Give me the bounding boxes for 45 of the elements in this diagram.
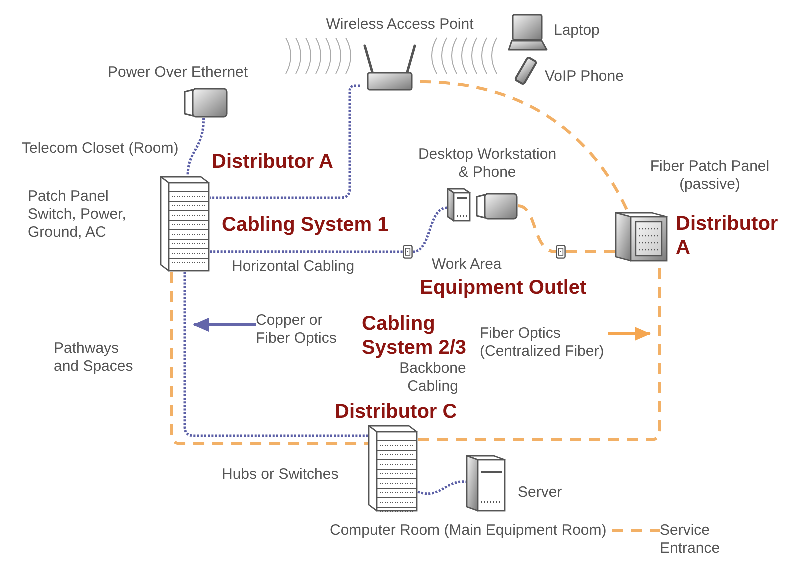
cable-line xyxy=(420,80,630,213)
cable-type-label: Copper or Fiber Optics xyxy=(256,312,340,348)
cabling-label: Backbone Cabling xyxy=(398,360,468,396)
cable-line xyxy=(210,250,403,254)
cable-line xyxy=(186,118,206,176)
pointer-arrow xyxy=(193,318,256,332)
outlet-label: Equipment Outlet xyxy=(420,276,588,300)
cabinet-icon xyxy=(615,212,668,262)
distributor-label: Distributor A xyxy=(676,212,780,260)
cable-line xyxy=(412,206,448,254)
laptop-icon xyxy=(508,14,548,52)
cabling-system-label: Cabling System 2/3 xyxy=(362,312,468,360)
cable-line xyxy=(418,480,466,496)
device-label: Fiber Patch Panel (passive) xyxy=(649,158,771,194)
device-label: Server xyxy=(518,484,564,502)
device-label: Desktop Workstation & Phone xyxy=(417,146,558,182)
camera-icon xyxy=(184,88,228,118)
room-label: Telecom Closet (Room) xyxy=(22,140,180,158)
server-tower-icon xyxy=(466,455,506,512)
device-label: Laptop xyxy=(554,22,601,40)
cable-line xyxy=(210,84,360,200)
cabling-label: Horizontal Cabling xyxy=(232,258,356,276)
pointer-arrow xyxy=(608,327,651,341)
device-label: VoIP Phone xyxy=(545,68,625,86)
cabling-system-label: Cabling System 1 xyxy=(222,213,390,237)
server-rack-icon xyxy=(160,176,210,272)
wall-outlet-icon xyxy=(556,245,566,259)
area-label: Pathways and Spaces xyxy=(54,340,134,376)
server-rack-icon xyxy=(368,425,418,512)
wall-outlet-icon xyxy=(403,245,413,259)
cable-type-label: Fiber Optics (Centralized Fiber) xyxy=(480,325,608,361)
area-label: Work Area xyxy=(432,256,503,274)
cable-line xyxy=(566,250,615,254)
computer-tower-icon xyxy=(447,188,471,222)
cable-line xyxy=(612,530,660,532)
device-label: Power Over Ethernet xyxy=(108,64,250,82)
distributor-label: Distributor C xyxy=(335,400,458,424)
device-label: Wireless Access Point xyxy=(325,16,475,34)
camera-icon xyxy=(476,193,518,220)
entrance-label: Service Entrance xyxy=(660,522,732,558)
room-label: Computer Room (Main Equipment Room) xyxy=(330,522,612,540)
device-label: Hubs or Switches xyxy=(222,466,340,484)
distributor-label: Distributor A xyxy=(212,150,334,174)
cable-line xyxy=(518,204,556,254)
equipment-label: Patch Panel Switch, Power, Ground, AC xyxy=(28,188,128,242)
